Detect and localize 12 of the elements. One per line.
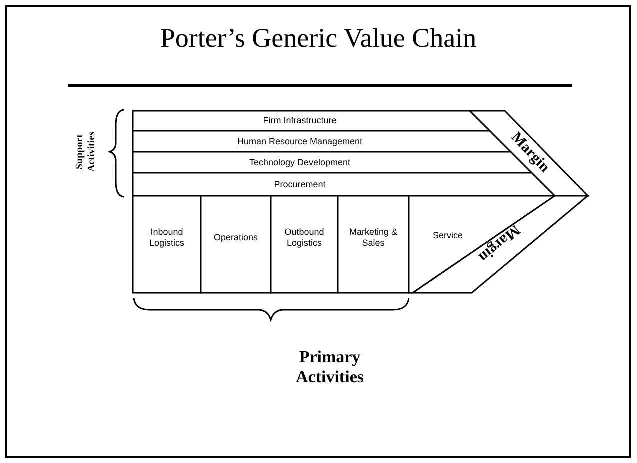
bracket-label: Support Activities: [74, 131, 98, 174]
activity-label: Service: [432, 230, 464, 242]
activity-label: Procurement: [274, 179, 326, 190]
activity-label: Human Resource Management: [237, 136, 363, 147]
title: Porter’s Generic Value Chain: [159, 22, 478, 54]
activity-label: Technology Development: [249, 157, 351, 168]
activity-label: Inbound Logistics: [148, 227, 186, 249]
activity-label: Marketing & Sales: [348, 227, 399, 249]
activity-label: Firm Infrastructure: [263, 116, 337, 126]
activity-label: Outbound Logistics: [284, 227, 326, 249]
bracket-label: Primary Activities: [295, 347, 365, 387]
activity-label: Operations: [212, 232, 260, 244]
